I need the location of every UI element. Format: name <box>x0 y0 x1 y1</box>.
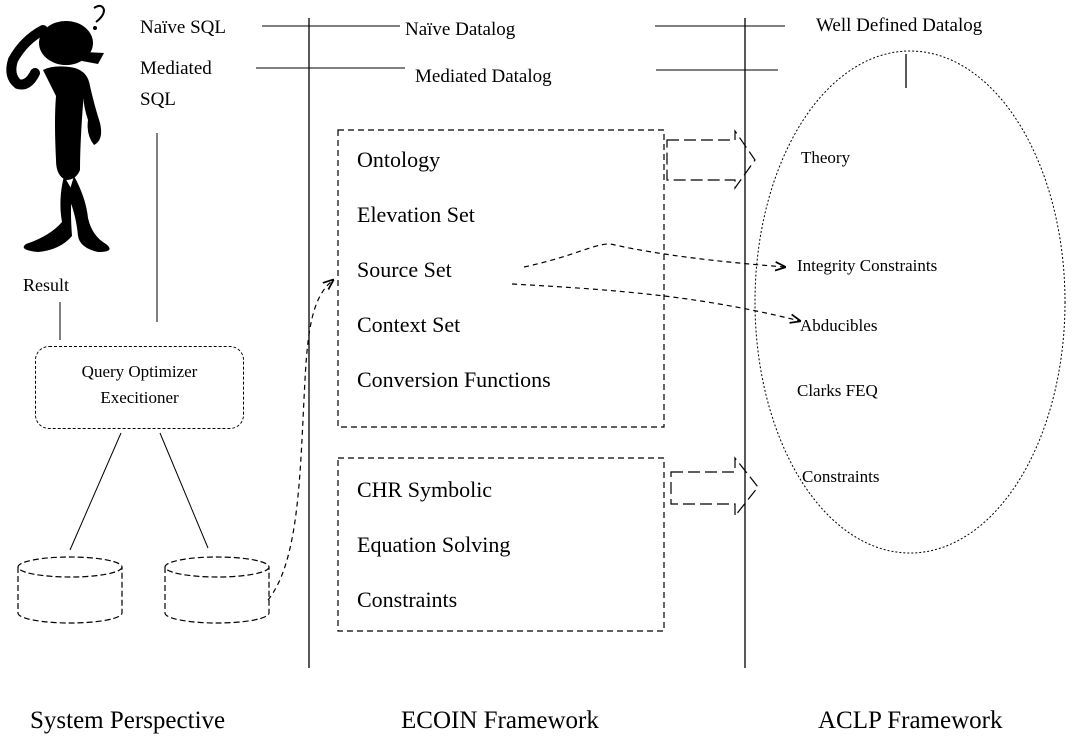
naive-sql-label: Naïve SQL <box>140 17 227 38</box>
chr-symbolic-item: CHR Symbolic <box>357 477 493 502</box>
integrity-constraints-label: Integrity Constraints <box>797 256 938 275</box>
database-2-icon <box>164 556 270 624</box>
well-defined-datalog-label: Well Defined Datalog <box>816 15 983 36</box>
result-label: Result <box>23 275 70 295</box>
db-to-source-set-arrow <box>267 280 333 601</box>
system-perspective-caption: System Perspective <box>30 707 226 734</box>
mediated-sql-label-line1: Mediated <box>140 58 212 79</box>
optimizer-db2-line <box>159 432 209 549</box>
mediated-sql-label-line2: SQL <box>140 89 176 110</box>
optimizer-db1-line <box>69 432 122 551</box>
equation-solving-item: Equation Solving <box>357 532 511 557</box>
theory-label: Theory <box>801 148 851 167</box>
query-optimizer-box: Query Optimizer Execitioner <box>35 346 244 429</box>
database-1-icon <box>17 556 123 624</box>
source-to-abducibles-arrow <box>511 283 800 321</box>
naive-datalog-label: Naïve Datalog <box>405 19 516 40</box>
aclp-constraints-label: Constraints <box>802 467 880 486</box>
conversion-functions-item: Conversion Functions <box>357 367 551 392</box>
source-to-integrity-arrow <box>523 243 785 267</box>
mediated-datalog-label: Mediated Datalog <box>415 66 552 87</box>
abducibles-label: Abducibles <box>800 316 878 335</box>
query-optimizer-label: Query Optimizer <box>81 362 198 381</box>
aclp-framework-caption: ACLP Framework <box>818 707 1003 734</box>
aclp-ellipse <box>754 50 1066 554</box>
constraints-item: Constraints <box>357 587 458 612</box>
ontology-item: Ontology <box>357 147 441 172</box>
context-set-item: Context Set <box>357 312 461 337</box>
ecoin-framework-caption: ECOIN Framework <box>401 707 599 734</box>
clarks-feq-label: Clarks FEQ <box>797 381 878 400</box>
elevation-set-item: Elevation Set <box>357 202 475 227</box>
thinking-person-icon <box>6 4 110 252</box>
ecoin-chr-box <box>337 457 665 632</box>
executioner-label: Execitioner <box>100 388 179 407</box>
ontology-to-theory-arrow <box>666 129 756 190</box>
source-set-item: Source Set <box>357 257 452 282</box>
ecoin-knowledge-box <box>337 129 665 428</box>
